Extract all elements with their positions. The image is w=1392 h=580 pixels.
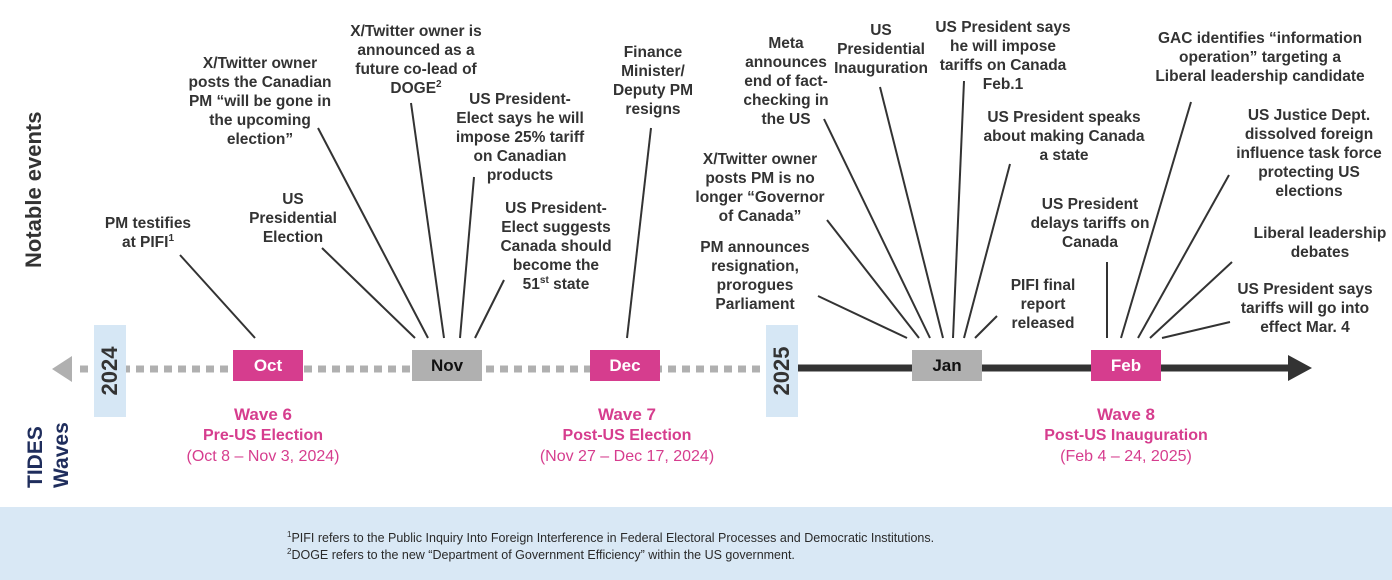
- wave-name: Wave 6: [234, 405, 292, 424]
- year-2025-marker: 2025: [766, 325, 798, 417]
- event-51st-state: US President- Elect suggests Canada shou…: [500, 200, 612, 293]
- event-canada-state: US President speaks about making Canada …: [983, 109, 1145, 164]
- month-dec: Dec: [590, 350, 660, 381]
- wave-dates: (Oct 8 – Nov 3, 2024): [186, 448, 340, 465]
- month-feb: Feb: [1091, 350, 1161, 381]
- event-meta-fact-checking: Meta announces end of fact- checking in …: [743, 35, 829, 128]
- event-x-owner-pm-gone: X/Twitter owner posts the Canadian PM “w…: [188, 55, 332, 148]
- footnotes-panel: 1PIFI refers to the Public Inquiry Into …: [0, 507, 1392, 580]
- arrow-right-icon: [1288, 355, 1312, 381]
- wave-6: Wave 6 Pre-US Election (Oct 8 – Nov 3, 2…: [163, 404, 363, 467]
- wave-subtitle: Pre-US Election: [202, 427, 324, 444]
- event-us-presidential-election: US Presidential Election: [249, 191, 337, 246]
- event-liberal-leadership-debates: Liberal leadership debates: [1253, 225, 1387, 261]
- wave-subtitle: Post-US Inauguration: [1044, 427, 1208, 444]
- wave-7: Wave 7 Post-US Election (Nov 27 – Dec 17…: [517, 404, 737, 467]
- year-label: 2024: [97, 346, 122, 396]
- wave-dates: (Nov 27 – Dec 17, 2024): [539, 448, 715, 465]
- wave-8: Wave 8 Post-US Inauguration (Feb 4 – 24,…: [1016, 404, 1236, 467]
- notable-events-title: Notable events: [21, 111, 46, 269]
- arrow-left-icon: [52, 356, 72, 382]
- event-connectors: [179, 80, 1233, 339]
- event-x-owner-governor: X/Twitter owner posts PM is no longer “G…: [695, 151, 825, 225]
- event-pifi-final-report: PIFI final report released: [1010, 277, 1076, 332]
- year-label: 2025: [769, 346, 794, 396]
- month-nov: Nov: [412, 350, 482, 381]
- waves-title: Waves: [50, 422, 73, 488]
- event-gac-information-operation: GAC identifies “information operation” t…: [1155, 30, 1365, 85]
- event-inauguration: US Presidential Inauguration: [834, 22, 928, 77]
- wave-name: Wave 8: [1097, 405, 1155, 424]
- month-oct: Oct: [233, 350, 303, 381]
- event-justice-task-force: US Justice Dept. dissolved foreign influ…: [1236, 107, 1382, 200]
- event-tariffs-mar4: US President says tariffs will go into e…: [1237, 281, 1373, 336]
- event-pm-resignation-prorogues: PM announces resignation, prorogues Parl…: [700, 239, 810, 313]
- tides-title: TIDES: [24, 426, 47, 488]
- event-finance-minister-resigns: Finance Minister/ Deputy PM resigns: [612, 44, 694, 118]
- footnote-2: 2DOGE refers to the new “Department of G…: [287, 546, 795, 562]
- wave-dates: (Feb 4 – 24, 2025): [1060, 448, 1192, 465]
- event-tariff-25: US President- Elect says he will impose …: [455, 91, 585, 184]
- month-jan: Jan: [912, 350, 982, 381]
- wave-subtitle: Post-US Election: [562, 427, 692, 444]
- footnotes: 1PIFI refers to the Public Inquiry Into …: [287, 530, 934, 564]
- footnote-1: 1PIFI refers to the Public Inquiry Into …: [287, 529, 935, 545]
- event-pm-testifies-pifi: PM testifies at PIFI1: [104, 215, 192, 251]
- wave-name: Wave 7: [598, 405, 656, 424]
- year-2024-marker: 2024: [94, 325, 126, 417]
- event-tariffs-feb1: US President says he will impose tariffs…: [935, 19, 1071, 93]
- event-tariffs-delayed: US President delays tariffs on Canada: [1030, 196, 1150, 251]
- event-x-owner-doge: X/Twitter owner is announced as a future…: [350, 23, 482, 97]
